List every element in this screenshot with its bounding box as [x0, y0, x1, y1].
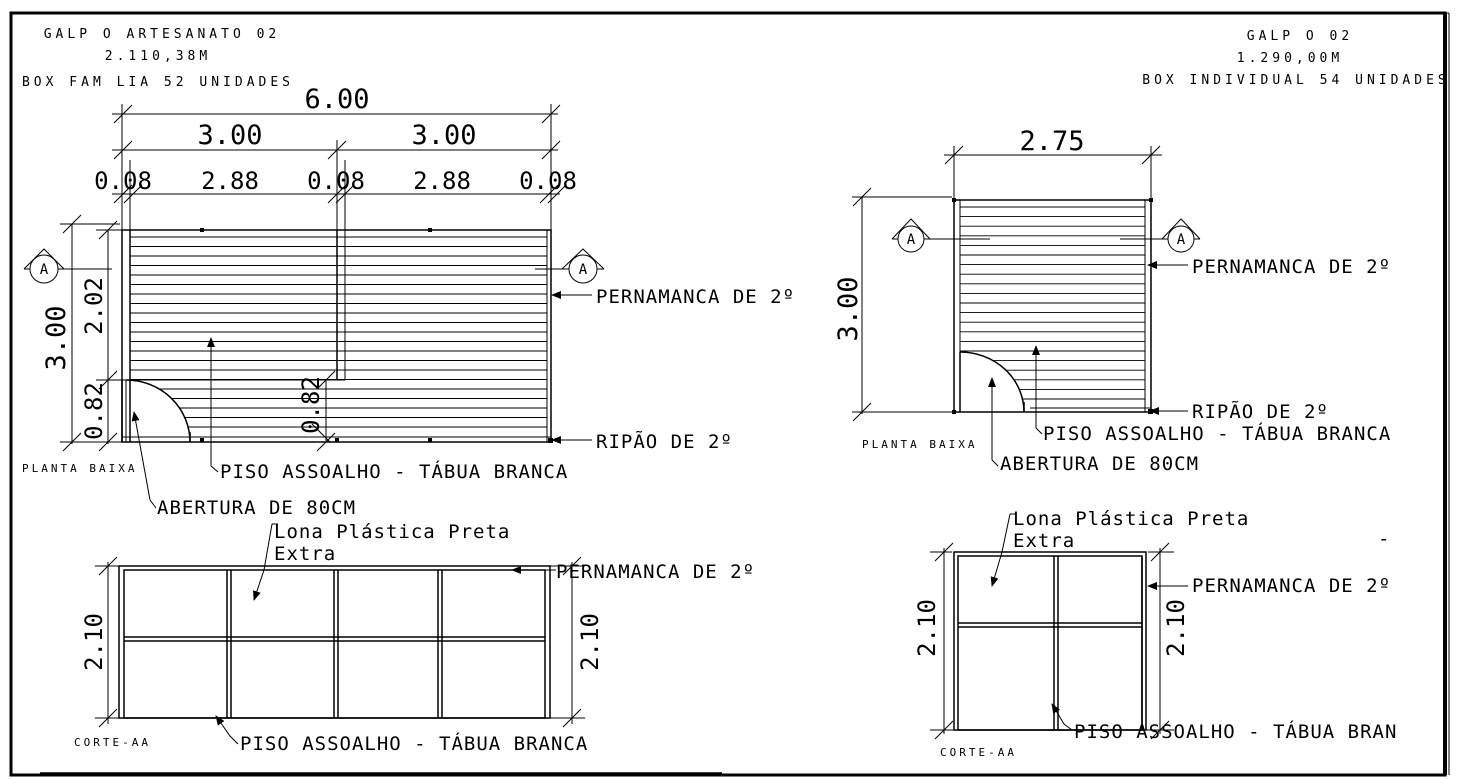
left-section-drawing	[95, 523, 585, 745]
right-title-line-2: 1.290,00M	[1237, 51, 1343, 66]
left-section-texts: Lona Plástica Preta Extra PERNAMANCA DE …	[74, 521, 755, 755]
section-marker-letter: A	[579, 262, 588, 278]
note-ripao: RIPÃO DE 2º	[596, 430, 733, 453]
dim-wall-1: 0.08	[94, 167, 152, 195]
label-right-corte-aa: CORTE-AA	[940, 746, 1017, 759]
note-right-lona-line-2: Extra	[1013, 530, 1075, 552]
left-plan-outline	[121, 228, 553, 443]
left-plan-dimension-texts: 6.00 3.00 3.00 0.08 2.88 0.08 2.88 0.08 …	[41, 84, 577, 440]
left-plan-leaders	[131, 291, 592, 509]
note-right-piso-section: PISO ASSOALHO - TÁBUA BRAN	[1074, 720, 1397, 743]
dim-total-height: 3.00	[41, 305, 72, 370]
right-plan-dimensions	[852, 145, 1162, 422]
right-section-texts: Lona Plástica Preta Extra - PERNAMANCA D…	[913, 508, 1397, 759]
dim-right-section-height-2: 2.10	[1162, 599, 1190, 657]
right-section-marker-left: A	[891, 218, 990, 253]
right-title-line-3: BOX INDIVIDUAL 54 UNIDADES	[1142, 73, 1450, 88]
note-abertura: ABERTURA DE 80CM	[157, 497, 356, 519]
dim-right-height: 3.00	[833, 276, 864, 341]
dim-right-width: 2.75	[1019, 126, 1084, 157]
note-right-abertura: ABERTURA DE 80CM	[1000, 453, 1199, 475]
dim-section-height-1: 2.10	[80, 613, 108, 671]
left-section-marker-left: A	[23, 248, 112, 284]
dim-door-height-inner: 0.82	[297, 376, 325, 434]
left-section-marker-right: A	[535, 248, 605, 284]
note-piso-section: PISO ASSOALHO - TÁBUA BRANCA	[240, 732, 588, 755]
dim-door-height: 0.82	[80, 382, 108, 440]
right-plan-outline	[952, 198, 1153, 414]
right-plan-floor-planks	[960, 206, 1145, 400]
label-corte-aa: CORTE-AA	[74, 736, 151, 749]
dim-section-height-2: 2.10	[576, 613, 604, 671]
note-piso-plan: PISO ASSOALHO - TÁBUA BRANCA	[220, 460, 568, 483]
right-section-drawing	[930, 513, 1188, 740]
dim-bay-1: 2.88	[201, 167, 259, 195]
section-marker-letter: A	[40, 262, 49, 278]
dim-half-width-1: 3.00	[197, 120, 262, 151]
right-plan-notes: PERNAMANCA DE 2º RIPÃO DE 2º PISO ASSOAL…	[862, 256, 1391, 475]
left-title-line-3: BOX FAM LIA 52 UNIDADES	[22, 75, 294, 90]
section-marker-letter: A	[1177, 232, 1186, 248]
right-title-line-1: GALP O 02	[1247, 29, 1353, 44]
dim-half-width-2: 3.00	[411, 120, 476, 151]
note-pernamanca-plan: PERNAMANCA DE 2º	[596, 286, 795, 308]
note-right-pernamanca-section: PERNAMANCA DE 2º	[1192, 575, 1391, 597]
right-plan-leaders	[988, 261, 1188, 467]
note-right-dash: -	[1378, 528, 1390, 550]
note-lona-line-2: Extra	[274, 543, 336, 565]
dim-wall-2: 0.08	[307, 167, 365, 195]
dim-right-section-height-1: 2.10	[913, 599, 941, 657]
note-lona-line-1: Lona Plástica Preta	[274, 521, 510, 543]
sheet-border	[9, 11, 1450, 777]
note-right-piso-plan: PISO ASSOALHO - TÁBUA BRANCA	[1043, 422, 1391, 445]
section-marker-letter: A	[907, 232, 916, 248]
note-pernamanca-section: PERNAMANCA DE 2º	[556, 561, 755, 583]
note-right-lona-line-1: Lona Plástica Preta	[1013, 508, 1249, 530]
label-planta-baixa: PLANTA BAIXA	[22, 462, 137, 475]
right-section-marker-right: A	[1120, 218, 1201, 253]
label-right-planta-baixa: PLANTA BAIXA	[862, 438, 977, 451]
left-title-line-2: 2.110,38M	[105, 49, 211, 64]
dim-upper-height: 2.02	[80, 277, 108, 335]
note-right-ripao: RIPÃO DE 2º	[1192, 400, 1329, 423]
right-title-block: GALP O 02 1.290,00M BOX INDIVIDUAL 54 UN…	[1142, 29, 1450, 88]
left-title-line-1: GALP O ARTESANATO 02	[44, 27, 281, 42]
right-plan-dimension-texts: 2.75 3.00	[833, 126, 1085, 342]
note-right-pernamanca-plan: PERNAMANCA DE 2º	[1192, 256, 1391, 278]
dim-bay-2: 2.88	[413, 167, 471, 195]
left-plan-floor-planks	[130, 236, 547, 428]
dim-total-width: 6.00	[304, 84, 369, 115]
left-title-block: GALP O ARTESANATO 02 2.110,38M BOX FAM L…	[22, 27, 294, 90]
dim-wall-3: 0.08	[519, 167, 577, 195]
left-plan-notes: PERNAMANCA DE 2º RIPÃO DE 2º PISO ASSOAL…	[22, 286, 795, 519]
